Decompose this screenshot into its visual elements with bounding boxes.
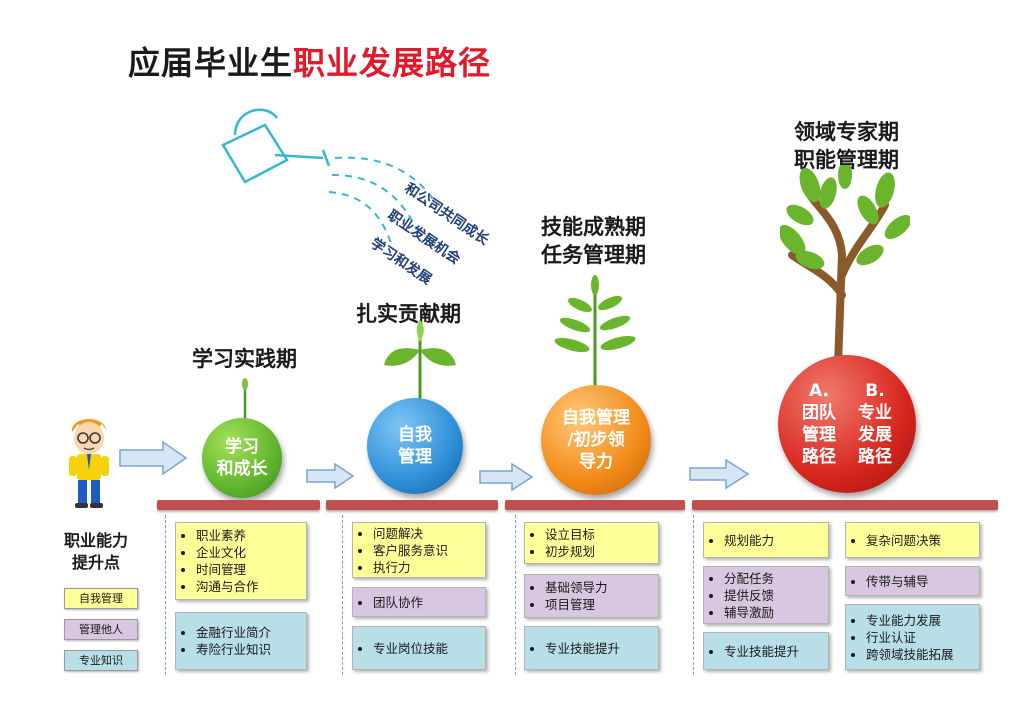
young-plant-icon: [554, 275, 636, 385]
stage-1-circle: 学习 和成长: [202, 418, 282, 498]
col2-prof-box: 专业岗位技能: [352, 626, 486, 670]
list-item: 基础领导力: [545, 579, 658, 596]
list-item: 设立目标: [545, 526, 658, 543]
list-item: 初步规划: [545, 543, 658, 560]
stage-3-label: 技能成熟期 任务管理期: [541, 215, 646, 267]
list-item: 复杂问题决策: [866, 532, 979, 549]
column-divider: [342, 515, 343, 675]
list-item: 企业文化: [196, 544, 306, 561]
list-item: 团队协作: [373, 594, 485, 611]
legend-managing-others: 管理他人: [64, 619, 138, 640]
col5-self-box: 复杂问题决策: [845, 522, 980, 558]
arrow-right-icon: [689, 458, 750, 490]
column-divider: [693, 515, 694, 675]
col5-others-box: 传带与辅导: [845, 566, 980, 596]
list-item: 沟通与合作: [196, 578, 306, 595]
arrow-right-icon: [479, 462, 534, 492]
stage-1-circle-text: 学习 和成长: [216, 437, 268, 479]
col2-self-box: 问题解决 客户服务意识 执行力: [352, 522, 486, 578]
ability-title: 职业能力 提升点: [64, 531, 129, 572]
watering-can-icon: [221, 108, 438, 251]
path-a-text: A. 团队 管理 路径: [802, 381, 836, 467]
col3-prof-box: 专业技能提升: [524, 626, 659, 670]
list-item: 专业能力发展: [866, 612, 979, 629]
legend-professional-knowledge: 专业知识: [64, 650, 138, 671]
stage-2-label: 扎实贡献期: [356, 302, 461, 326]
col3-others-box: 基础领导力 项目管理: [524, 574, 659, 618]
seedling-icon: [384, 320, 456, 400]
list-item: 传带与辅导: [866, 573, 979, 590]
legend-self-management: 自我管理: [64, 588, 138, 609]
stage-bar: [326, 500, 498, 510]
list-item: 专业技能提升: [724, 643, 828, 660]
stage-3-circle-text: 自我管理 /初步领 导力: [562, 408, 630, 472]
list-item: 分配任务: [724, 570, 828, 587]
list-item: 专业技能提升: [545, 640, 658, 657]
list-item: 辅导激励: [724, 604, 828, 621]
list-item: 行业认证: [866, 629, 979, 646]
list-item: 寿险行业知识: [196, 641, 306, 658]
tree-icon: [780, 165, 910, 365]
list-item: 专业岗位技能: [373, 640, 485, 657]
col4-others-box: 分配任务 提供反馈 辅导激励: [703, 566, 829, 624]
col5-prof-box: 专业能力发展 行业认证 跨领域技能拓展: [845, 604, 980, 670]
col3-self-box: 设立目标 初步规划: [524, 522, 659, 564]
page-title: 应届毕业生职业发展路径: [128, 44, 492, 82]
stage-4-circle: A. 团队 管理 路径 B. 专业 发展 路径: [778, 355, 916, 493]
list-item: 职业素养: [196, 527, 306, 544]
list-item: 金融行业简介: [196, 624, 306, 641]
col2-others-box: 团队协作: [352, 587, 486, 617]
arrow-right-icon: [119, 440, 188, 476]
stage-3-circle: 自我管理 /初步领 导力: [541, 385, 651, 495]
col1-prof-box: 金融行业简介 寿险行业知识: [175, 612, 307, 670]
sprout-icon: [242, 378, 248, 423]
stage-bar: [157, 500, 320, 510]
path-b-text: B. 专业 发展 路径: [858, 381, 892, 467]
list-item: 提供反馈: [724, 587, 828, 604]
col4-self-box: 规划能力: [703, 522, 829, 558]
list-item: 项目管理: [545, 596, 658, 613]
column-divider: [515, 515, 516, 675]
list-item: 时间管理: [196, 561, 306, 578]
stage-2-circle: 自我 管理: [367, 398, 463, 494]
list-item: 跨领域技能拓展: [866, 646, 979, 663]
list-item: 规划能力: [724, 532, 828, 549]
arrow-right-icon: [306, 462, 355, 490]
stage-1-label: 学习实践期: [192, 347, 297, 371]
col1-self-box: 职业素养 企业文化 时间管理 沟通与合作: [175, 522, 307, 600]
column-divider: [165, 515, 166, 675]
stage-bar: [692, 500, 998, 510]
graduate-avatar: [69, 418, 109, 508]
col4-prof-box: 专业技能提升: [703, 632, 829, 670]
stage-bar: [505, 500, 685, 510]
list-item: 问题解决: [373, 525, 485, 542]
list-item: 客户服务意识: [373, 542, 485, 559]
stage-2-circle-text: 自我 管理: [398, 425, 432, 467]
list-item: 执行力: [373, 559, 485, 576]
